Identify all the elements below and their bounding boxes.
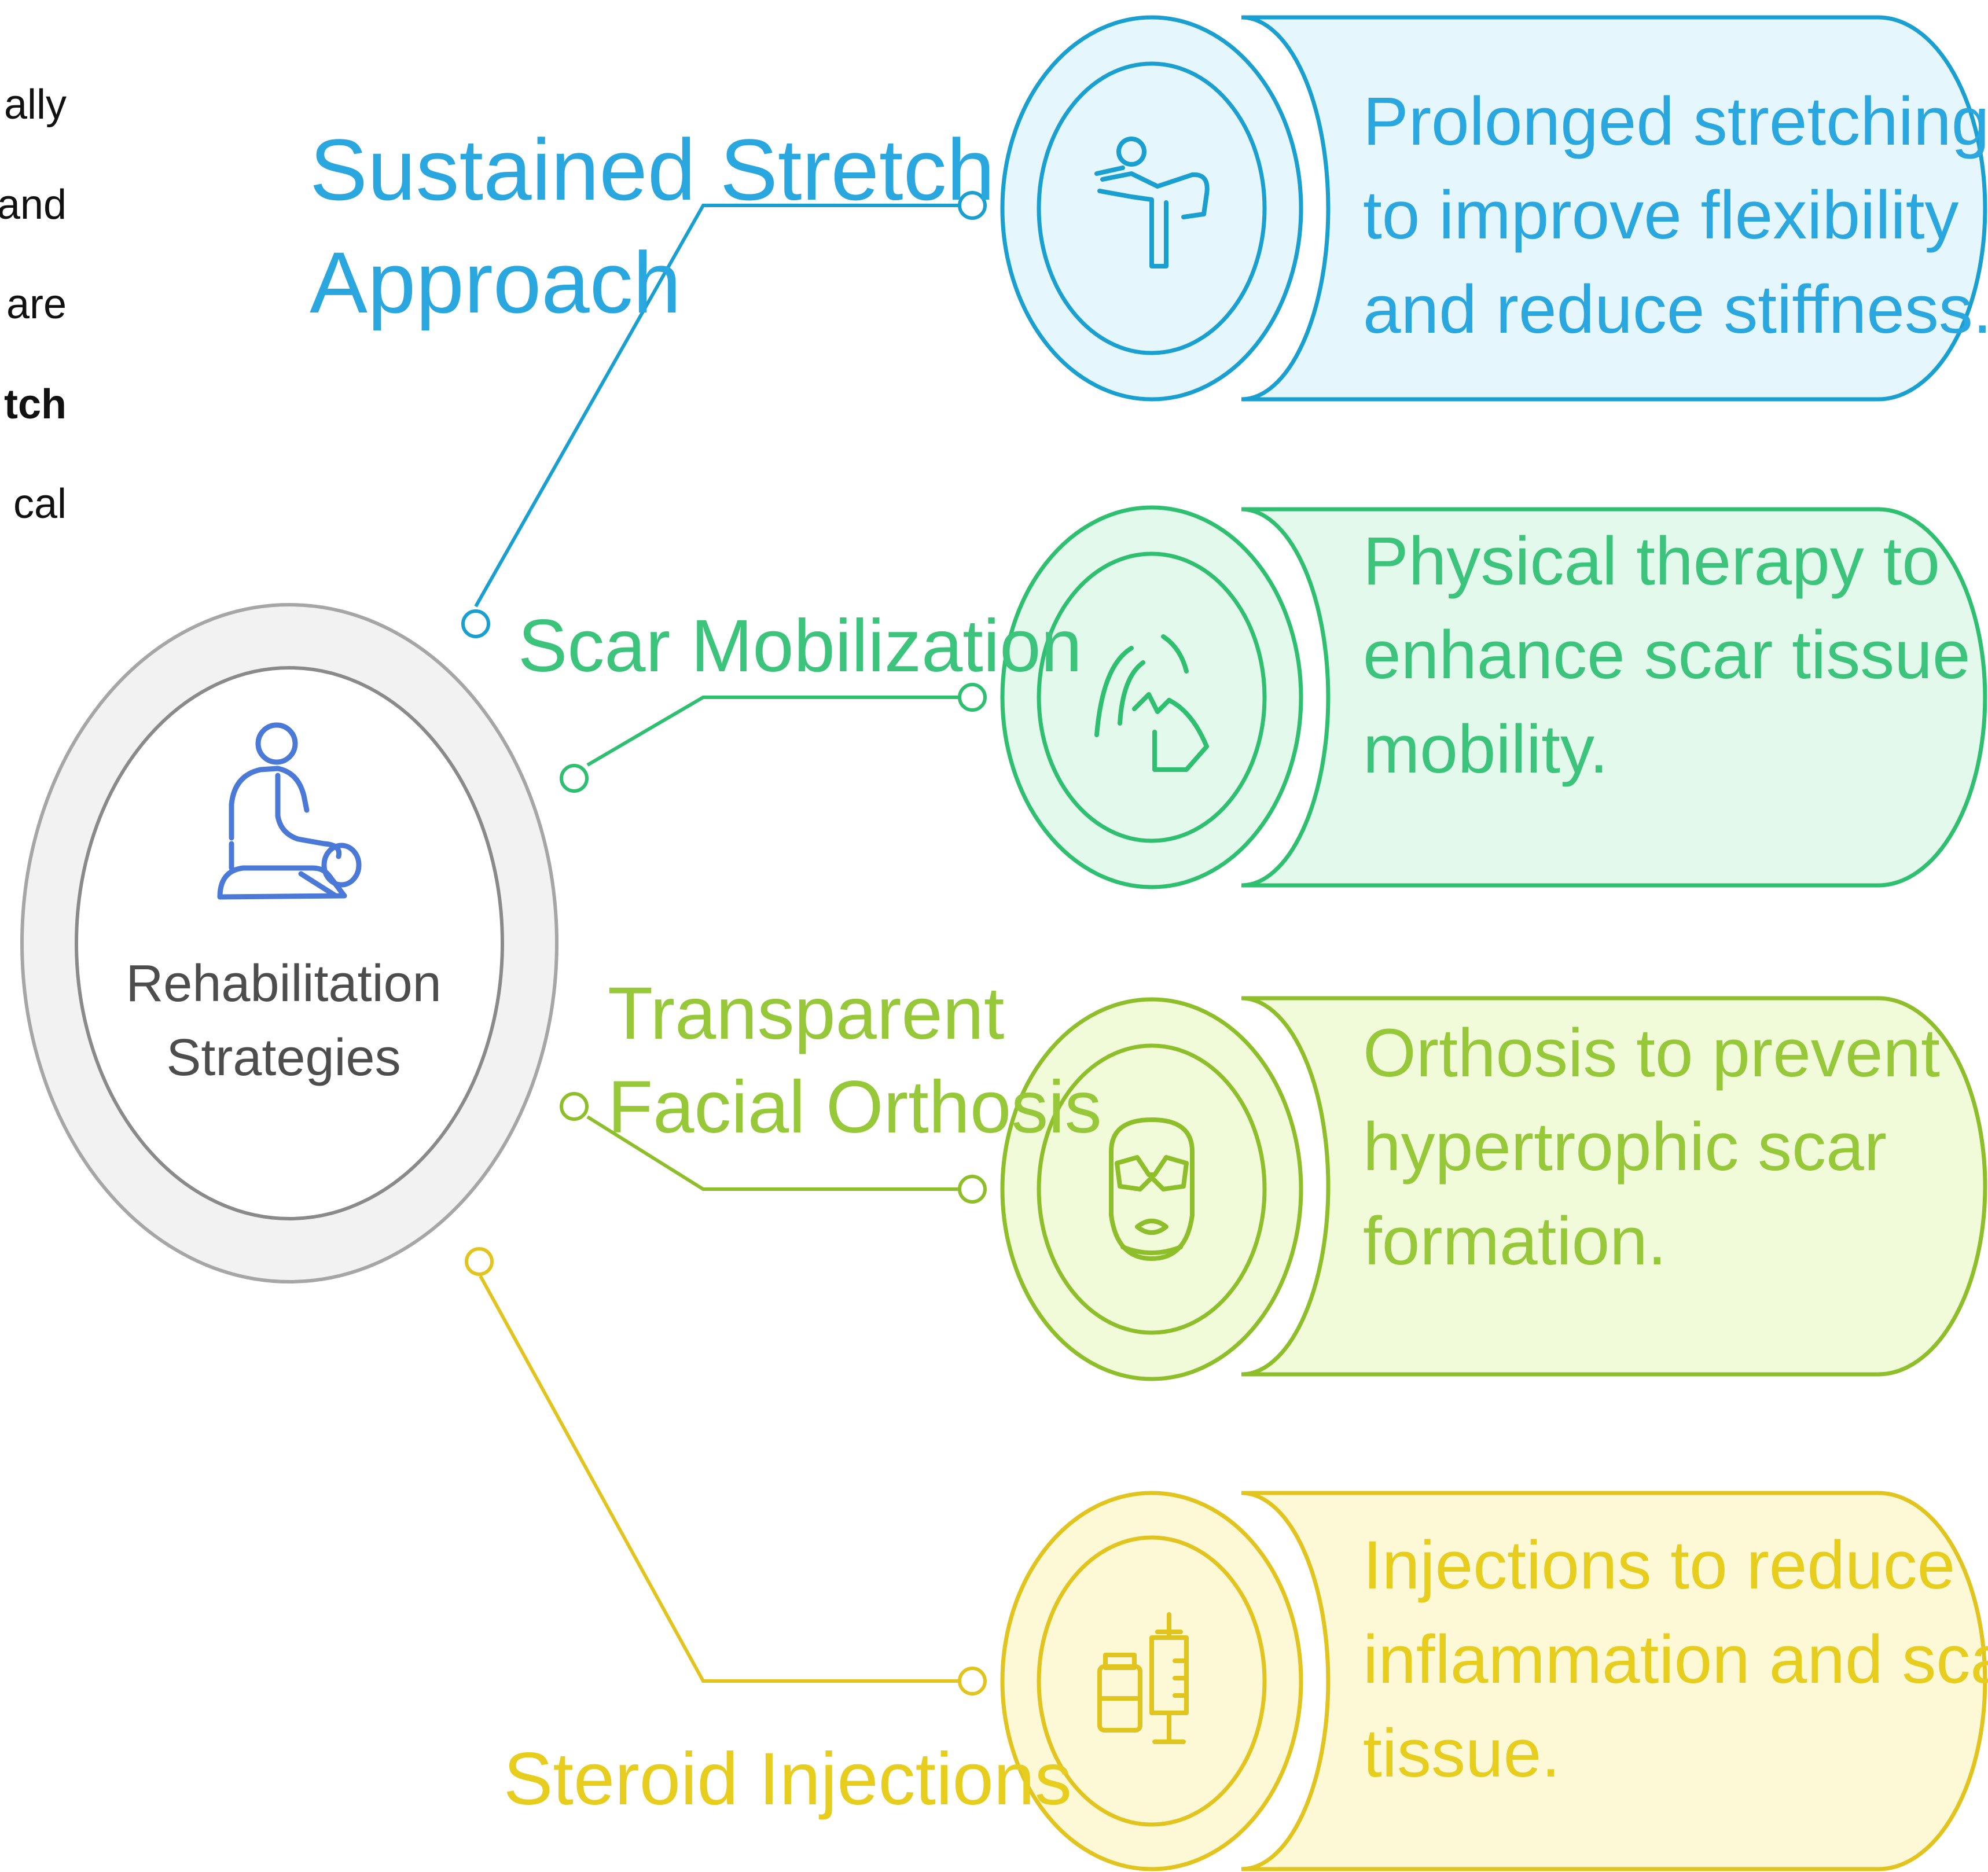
branch-title-line1: Scar Mobilization: [518, 605, 1082, 687]
branch-steroid-injections: Steroid Injections Injections to reduce …: [465, 1247, 1988, 1871]
connector-end-dot: [958, 1175, 987, 1204]
description-line1: Orthosis to prevent: [1363, 1015, 1940, 1091]
connector-end-dot: [958, 683, 987, 712]
icon-inner-ring: [1037, 1043, 1267, 1335]
face-mask-icon: [1109, 1117, 1195, 1261]
hub-title-line1: Rehabilitation: [126, 955, 441, 1013]
branch-title-line2: Facial Orthosis: [608, 1066, 1102, 1149]
therapist-massage-icon: [217, 722, 362, 900]
stretching-person-icon: [1094, 137, 1210, 269]
truncated-text-line: are: [6, 281, 67, 328]
hub: Rehabilitation Strategies: [20, 603, 558, 1283]
truncated-text-line: ally: [3, 82, 67, 128]
branch-title-line1: Steroid Injections: [504, 1738, 1072, 1820]
branch-title-line2: Approach: [310, 234, 681, 331]
description-line3: formation.: [1363, 1203, 1667, 1279]
hub-inner-ring: [75, 666, 504, 1220]
description-line2: to improve flexibility: [1363, 177, 1959, 253]
connector-steroid-injections: [479, 1275, 961, 1683]
description-pill: [1241, 507, 1987, 888]
description-line2: inflammation and scar: [1363, 1621, 1988, 1698]
branch-transparent-facial-orthosis: Transparent Facial Orthosis Orthosis to …: [560, 972, 1987, 1381]
truncated-text-line-bold: tch: [4, 381, 67, 428]
description-line1: Injections to reduce: [1363, 1527, 1955, 1603]
branch-title-line1: Sustained Stretch: [310, 121, 995, 218]
hub-title-line2: Strategies: [166, 1029, 400, 1087]
branch-scar-mobilization: Scar Mobilization Physical therapy to en…: [518, 505, 1987, 889]
description-line2: hypertrophic scar: [1363, 1109, 1887, 1185]
truncated-text-line: cal: [13, 481, 67, 527]
truncated-text-line: and: [0, 182, 67, 228]
description-line3: mobility.: [1363, 711, 1608, 788]
hand-massage-icon: [1094, 634, 1209, 772]
syringe-vial-icon: [1097, 1612, 1189, 1744]
connector-scar-mobilization: [586, 696, 961, 767]
description-line2: enhance scar tissue: [1363, 617, 1971, 693]
connector-start-dot: [461, 609, 490, 638]
branch-sustained-stretch: Sustained Stretch Approach Prolonged str…: [310, 15, 1988, 638]
description-pill: [1241, 996, 1987, 1377]
description-line3: and reduce stiffness.: [1363, 271, 1988, 348]
connector-end-dot: [958, 191, 987, 220]
description-line1: Physical therapy to: [1363, 523, 1940, 600]
connector-end-dot: [958, 1667, 987, 1696]
connector-transparent-facial-orthosis: [586, 1115, 961, 1191]
connector-start-dot: [560, 1092, 589, 1121]
description-line3: tissue.: [1363, 1715, 1560, 1792]
branch-title-line1: Transparent: [608, 972, 1004, 1055]
connector-start-dot: [560, 764, 589, 793]
description-pill: [1241, 15, 1987, 402]
connector-start-dot: [465, 1247, 494, 1276]
description-pill: [1241, 1491, 1987, 1871]
connector-sustained-stretch: [474, 204, 961, 608]
description-line1: Prolonged stretching: [1363, 83, 1988, 160]
